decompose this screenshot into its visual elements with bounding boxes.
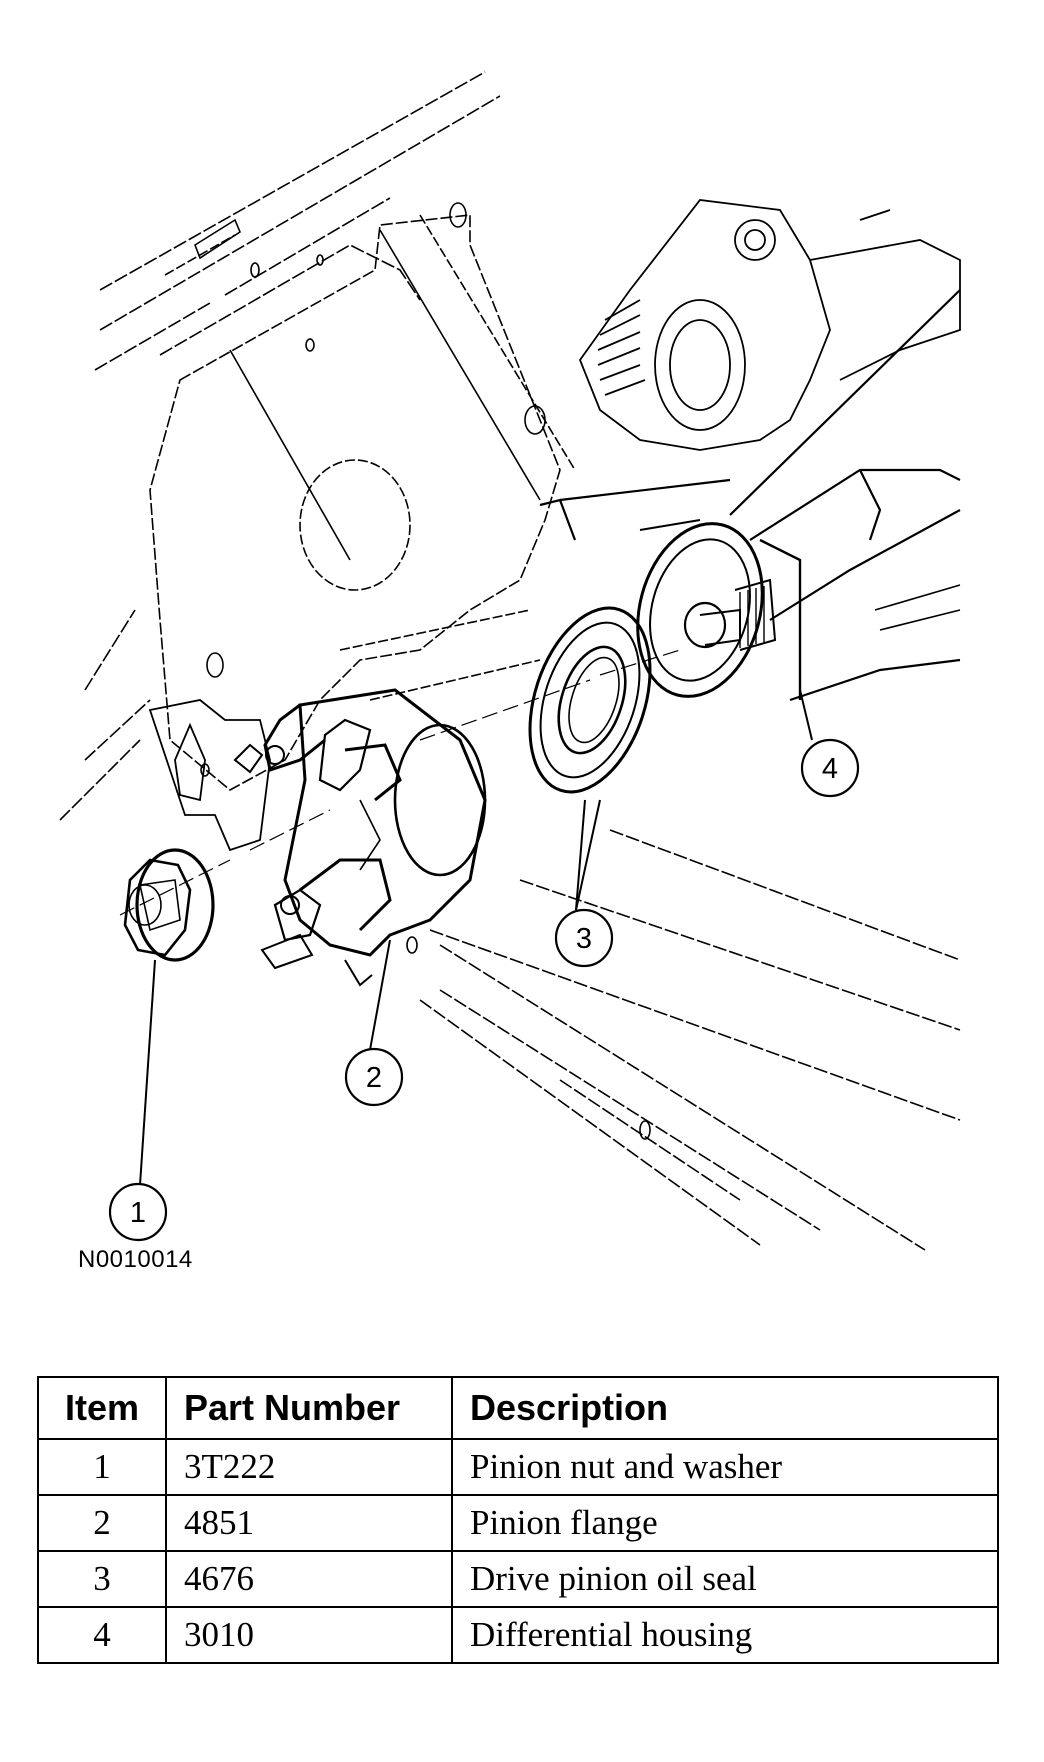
parts-table: Item Part Number Description 1 3T222 Pin… <box>37 1376 999 1664</box>
description-cell: Differential housing <box>451 1606 999 1664</box>
part-number-cell: 3T222 <box>165 1438 453 1496</box>
callout-3: 3 <box>554 908 614 968</box>
callout-2: 2 <box>344 1047 404 1107</box>
figure-id: N0010014 <box>78 1246 193 1273</box>
item-cell: 1 <box>37 1438 167 1496</box>
description-cell: Pinion flange <box>451 1494 999 1552</box>
pinion-nut-and-washer <box>123 848 215 962</box>
table-row: 4 3010 Differential housing <box>37 1606 999 1664</box>
callout-3-label: 3 <box>576 923 592 955</box>
part-number-cell: 4676 <box>165 1550 453 1608</box>
pinion-flange <box>233 688 487 987</box>
column-header-description: Description <box>451 1376 999 1440</box>
table-row: 2 4851 Pinion flange <box>37 1494 999 1552</box>
part-number-cell: 3010 <box>165 1606 453 1664</box>
callout-1-label: 1 <box>130 1197 146 1229</box>
table-row: 3 4676 Drive pinion oil seal <box>37 1550 999 1608</box>
item-cell: 4 <box>37 1606 167 1664</box>
callout-1: 1 <box>108 1182 168 1242</box>
differential-housing-pinion <box>636 519 802 700</box>
column-header-part-number: Part Number <box>165 1376 453 1440</box>
crossmember-plate <box>149 202 651 1140</box>
item-cell: 2 <box>37 1494 167 1552</box>
column-header-item: Item <box>37 1376 167 1440</box>
callout-4: 4 <box>800 738 860 798</box>
vehicle-frame-rails <box>59 71 961 1251</box>
table-row: 1 3T222 Pinion nut and washer <box>37 1438 999 1496</box>
differential-arm <box>539 289 961 702</box>
exploded-view-illustration: 1 2 3 4 <box>59 71 961 1251</box>
callout-4-label: 4 <box>822 753 838 785</box>
drive-pinion-oil-seal <box>528 606 652 794</box>
driveshaft-boot-area <box>578 199 961 451</box>
description-cell: Pinion nut and washer <box>451 1438 999 1496</box>
table-header-row: Item Part Number Description <box>37 1376 999 1440</box>
item-cell: 3 <box>37 1550 167 1608</box>
callout-leaders <box>139 689 813 1186</box>
callout-2-label: 2 <box>366 1062 382 1094</box>
description-cell: Drive pinion oil seal <box>451 1550 999 1608</box>
part-number-cell: 4851 <box>165 1494 453 1552</box>
mounting-bracket <box>148 699 271 852</box>
